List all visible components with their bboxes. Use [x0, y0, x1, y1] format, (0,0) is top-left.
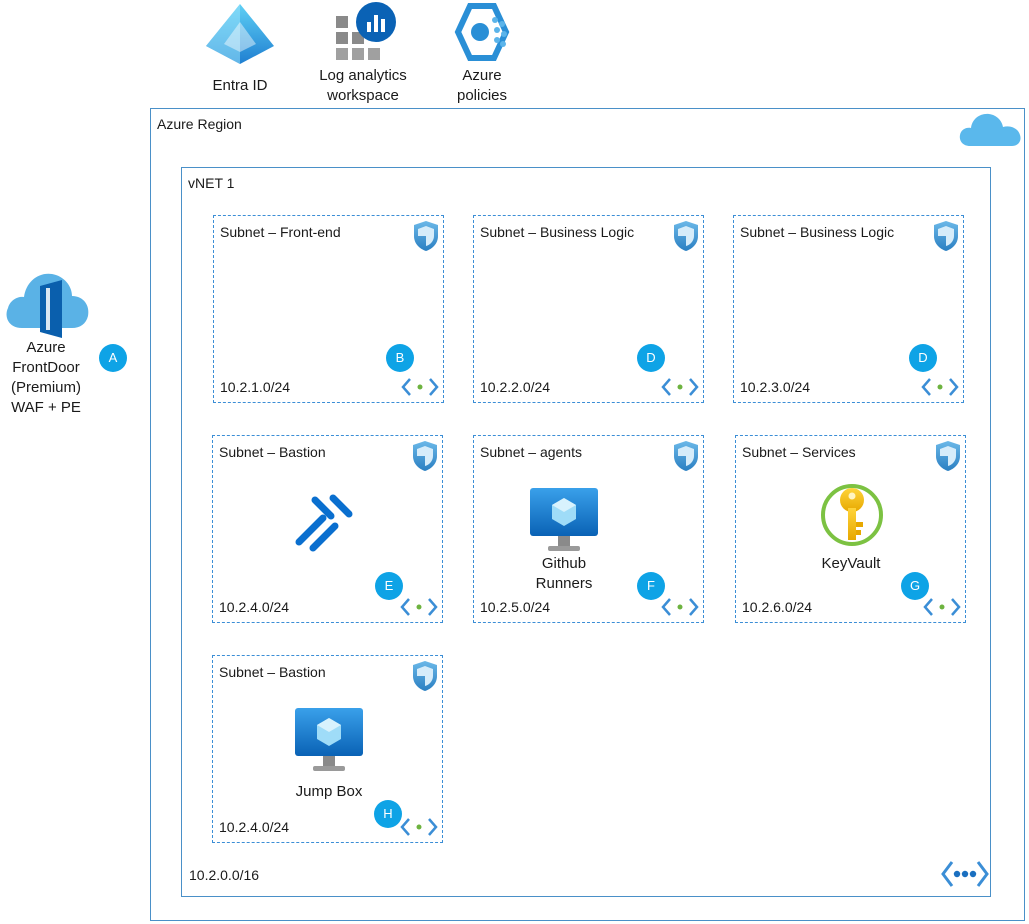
log-analytics-icon — [336, 2, 396, 60]
subnet-badge: E — [375, 572, 403, 600]
keyvault-icon — [821, 484, 883, 546]
keyvault-label: KeyVault — [786, 554, 916, 574]
azure-policy-icon — [454, 2, 510, 61]
azure-policy-service: Azure policies — [444, 2, 520, 106]
log-analytics-service: Log analytics workspace — [310, 2, 416, 106]
subnet-title: Subnet – Business Logic — [740, 224, 895, 240]
subnet-link-icon — [401, 378, 439, 396]
vm-label: Github Runners — [514, 554, 614, 594]
entra-id-icon — [206, 4, 274, 64]
nsg-shield-icon — [674, 441, 698, 471]
subnet-badge: D — [637, 344, 665, 372]
subnet-badge: F — [637, 572, 665, 600]
subnet-link-icon — [400, 818, 438, 836]
frontdoor-label-line-3: (Premium) — [11, 379, 81, 396]
subnet-business-logic-2: Subnet – Business Logic D 10.2.3.0/24 — [733, 215, 964, 403]
bastion-icon — [295, 494, 353, 552]
subnet-title: Subnet – agents — [480, 444, 582, 460]
vnet-cidr: 10.2.0.0/16 — [189, 867, 260, 883]
subnet-cidr: 10.2.6.0/24 — [742, 599, 813, 615]
subnet-title: Subnet – Front-end — [220, 224, 341, 240]
nsg-shield-icon — [936, 441, 960, 471]
subnet-link-icon — [400, 598, 438, 616]
subnet-cidr: 10.2.3.0/24 — [740, 379, 811, 395]
entra-id-service: Entra ID — [203, 2, 277, 102]
azure-policy-label: Azure policies — [444, 66, 520, 106]
subnet-cidr: 10.2.2.0/24 — [480, 379, 551, 395]
log-analytics-label-line-2: workspace — [327, 87, 399, 104]
azure-region-label: Azure Region — [157, 116, 242, 132]
frontdoor-label-line-4: WAF + PE — [11, 399, 81, 416]
keyvault-label-line: KeyVault — [821, 555, 881, 572]
azure-policy-label-line-2: policies — [456, 87, 508, 104]
frontdoor-badge: A — [99, 344, 127, 372]
azure-region-boundary — [150, 108, 1025, 921]
entra-id-label: Entra ID — [203, 76, 277, 96]
subnet-link-icon — [923, 598, 961, 616]
vm-icon — [530, 488, 598, 551]
jumpbox-label-line: Jump Box — [295, 783, 363, 800]
frontdoor-label-line-2: FrontDoor — [12, 359, 80, 376]
nsg-shield-icon — [413, 661, 437, 691]
vnet-label: vNET 1 — [188, 175, 235, 191]
subnet-link-icon — [661, 598, 699, 616]
subnet-badge: D — [909, 344, 937, 372]
vnet-icon — [941, 861, 989, 887]
nsg-shield-icon — [413, 441, 437, 471]
frontdoor-label-line-1: Azure — [26, 339, 66, 356]
subnet-cidr: 10.2.5.0/24 — [480, 599, 551, 615]
subnet-title: Subnet – Business Logic — [480, 224, 635, 240]
subnet-cidr: 10.2.1.0/24 — [220, 379, 291, 395]
vnet-boundary — [181, 167, 991, 897]
subnet-badge: H — [374, 800, 402, 828]
vm-label-line-2: Runners — [535, 575, 593, 592]
subnet-badge: B — [386, 344, 414, 372]
frontdoor-icon — [6, 273, 89, 338]
subnet-link-icon — [921, 378, 959, 396]
subnet-link-icon — [661, 378, 699, 396]
subnet-cidr: 10.2.4.0/24 — [219, 599, 290, 615]
entra-id-label-line: Entra ID — [212, 77, 268, 94]
subnet-agents: Subnet – agents Github Runners F 10.2.5.… — [473, 435, 704, 623]
subnet-cidr: 10.2.4.0/24 — [219, 819, 290, 835]
frontdoor-service: Azure FrontDoor (Premium) WAF + PE — [0, 262, 92, 422]
subnet-bastion: Subnet – Bastion E 10.2.4.0/24 — [212, 435, 443, 623]
subnet-front-end: Subnet – Front-end B 10.2.1.0/24 — [213, 215, 444, 403]
frontdoor-label: Azure FrontDoor (Premium) WAF + PE — [0, 338, 92, 418]
azure-policy-label-line-1: Azure — [462, 67, 502, 84]
subnet-title: Subnet – Bastion — [219, 444, 326, 460]
cloud-icon — [959, 113, 1021, 146]
subnet-title: Subnet – Bastion — [219, 664, 326, 680]
log-analytics-label: Log analytics workspace — [310, 66, 416, 106]
jumpbox-label: Jump Box — [269, 782, 389, 802]
nsg-shield-icon — [414, 221, 438, 251]
log-analytics-label-line-1: Log analytics — [319, 67, 407, 84]
nsg-shield-icon — [674, 221, 698, 251]
subnet-bastion-jumpbox: Subnet – Bastion Jump Box H 10.2.4.0/24 — [212, 655, 443, 843]
subnet-business-logic-1: Subnet – Business Logic D 10.2.2.0/24 — [473, 215, 704, 403]
vm-label-line-1: Github — [541, 555, 587, 572]
subnet-badge: G — [901, 572, 929, 600]
nsg-shield-icon — [934, 221, 958, 251]
subnet-services: Subnet – Services KeyVault G 10.2.6.0/24 — [735, 435, 966, 623]
vm-icon — [295, 708, 363, 771]
subnet-title: Subnet – Services — [742, 444, 856, 460]
